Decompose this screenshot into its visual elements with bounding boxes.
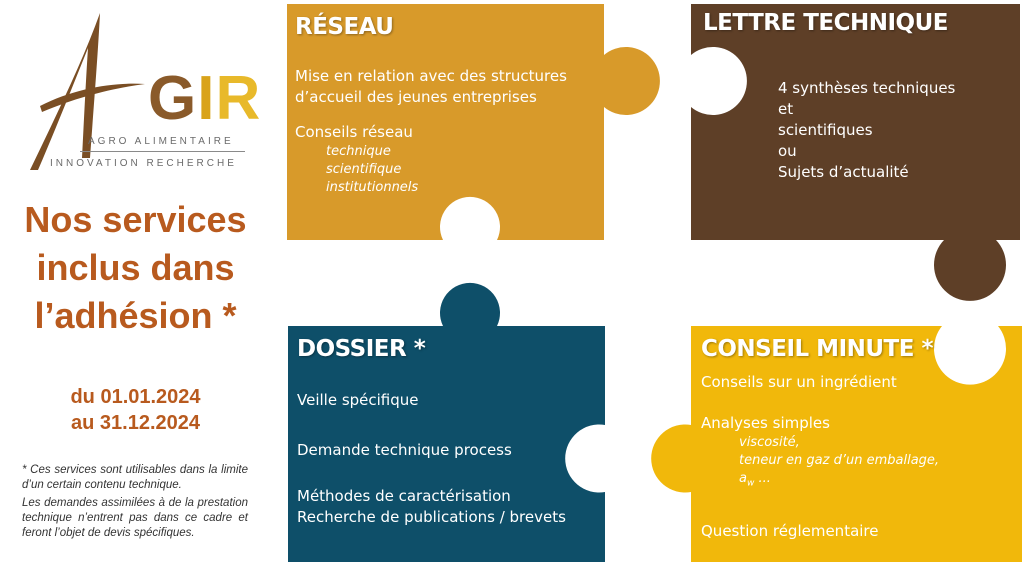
puzzle-piece-reseau <box>287 4 660 240</box>
reseau-sub-2: scientifique <box>326 162 402 177</box>
lettre-line-2: et <box>778 100 794 118</box>
dossier-line-2: Demande technique process <box>297 441 512 459</box>
logo-tagline-2: INNOVATION RECHERCHE <box>50 158 237 169</box>
title-line-3: l’adhésion * <box>34 295 237 336</box>
date-from: du 01.01.2024 <box>70 386 201 408</box>
dossier-line-4: Recherche de publications / brevets <box>297 508 566 526</box>
conseil-sub-3-main: a <box>739 471 747 486</box>
agir-logo: GIR AGRO ALIMENTAIRE INNOVATION RECHERCH… <box>20 8 260 178</box>
title-line-1: Nos services <box>24 199 247 240</box>
conseil-line-3: Question réglementaire <box>701 521 879 540</box>
conseil-sub-3: aw ... <box>701 470 939 493</box>
title-line-2: inclus dans <box>36 247 235 288</box>
date-to: au 31.12.2024 <box>71 412 200 434</box>
reseau-sub-3: institutionnels <box>326 180 419 195</box>
reseau-line-1: Mise en relation avec des structures <box>295 67 567 85</box>
lettre-line-5: Sujets d’actualité <box>778 163 909 181</box>
agir-logo-mark <box>30 13 145 170</box>
lettre-line-3: scientifiques <box>778 121 873 139</box>
conseil-sub-2: teneur en gaz d’un emballage, <box>739 453 940 468</box>
logo-rule <box>80 151 245 152</box>
lettre-line-1: 4 synthèses techniques <box>778 79 956 97</box>
footnote-p2: Les demandes assimilées à de la prestati… <box>22 497 248 539</box>
reseau-sub-1: technique <box>326 144 391 159</box>
footnote-p1: * Ces services sont utilisables dans la … <box>22 464 248 491</box>
reseau-line-3: Conseils réseau <box>295 123 413 141</box>
conseil-sub-1: viscosité, <box>739 435 800 450</box>
logo-gir-letters: GIR <box>148 68 261 130</box>
logo-letter-i: I <box>197 64 216 133</box>
lettre-content: LETTRE TECHNIQUE <box>703 10 948 36</box>
conseil-line-1: Conseils sur un ingrédient <box>701 373 897 391</box>
puzzle-piece-dossier <box>288 282 605 562</box>
reseau-title: RÉSEAU <box>295 14 394 40</box>
dossier-title: DOSSIER * <box>297 336 426 362</box>
dossier-line-3: Méthodes de caractérisation <box>297 487 511 505</box>
validity-dates: du 01.01.2024 au 31.12.2024 <box>8 384 263 436</box>
lettre-body: 4 synthèses techniques et scientifiques … <box>778 78 955 183</box>
page-title: Nos services inclus dans l’adhésion * <box>8 196 263 340</box>
footnote: * Ces services sont utilisables dans la … <box>22 463 248 541</box>
logo-letter-g: G <box>148 64 198 133</box>
lettre-title: LETTRE TECHNIQUE <box>703 10 948 36</box>
conseil-sub-3-rest: ... <box>754 471 771 486</box>
reseau-line-2: d’accueil des jeunes entreprises <box>295 88 537 106</box>
puzzle-piece-conseil <box>651 326 1022 562</box>
lettre-line-4: ou <box>778 142 797 160</box>
reseau-content: RÉSEAU Mise en relation avec des structu… <box>295 14 567 197</box>
conseil-title: CONSEIL MINUTE * <box>701 336 933 362</box>
conseil-content: CONSEIL MINUTE * Conseils sur un ingrédi… <box>701 336 939 542</box>
dossier-content: DOSSIER * Veille spécifique Demande tech… <box>297 336 566 528</box>
logo-tagline-1: AGRO ALIMENTAIRE <box>88 136 234 147</box>
dossier-line-1: Veille spécifique <box>297 391 419 409</box>
logo-letter-r: R <box>215 64 262 133</box>
conseil-sub-3-subscript: w <box>746 478 755 489</box>
puzzle-piece-lettre <box>691 4 1020 301</box>
conseil-line-2: Analyses simples <box>701 414 830 432</box>
